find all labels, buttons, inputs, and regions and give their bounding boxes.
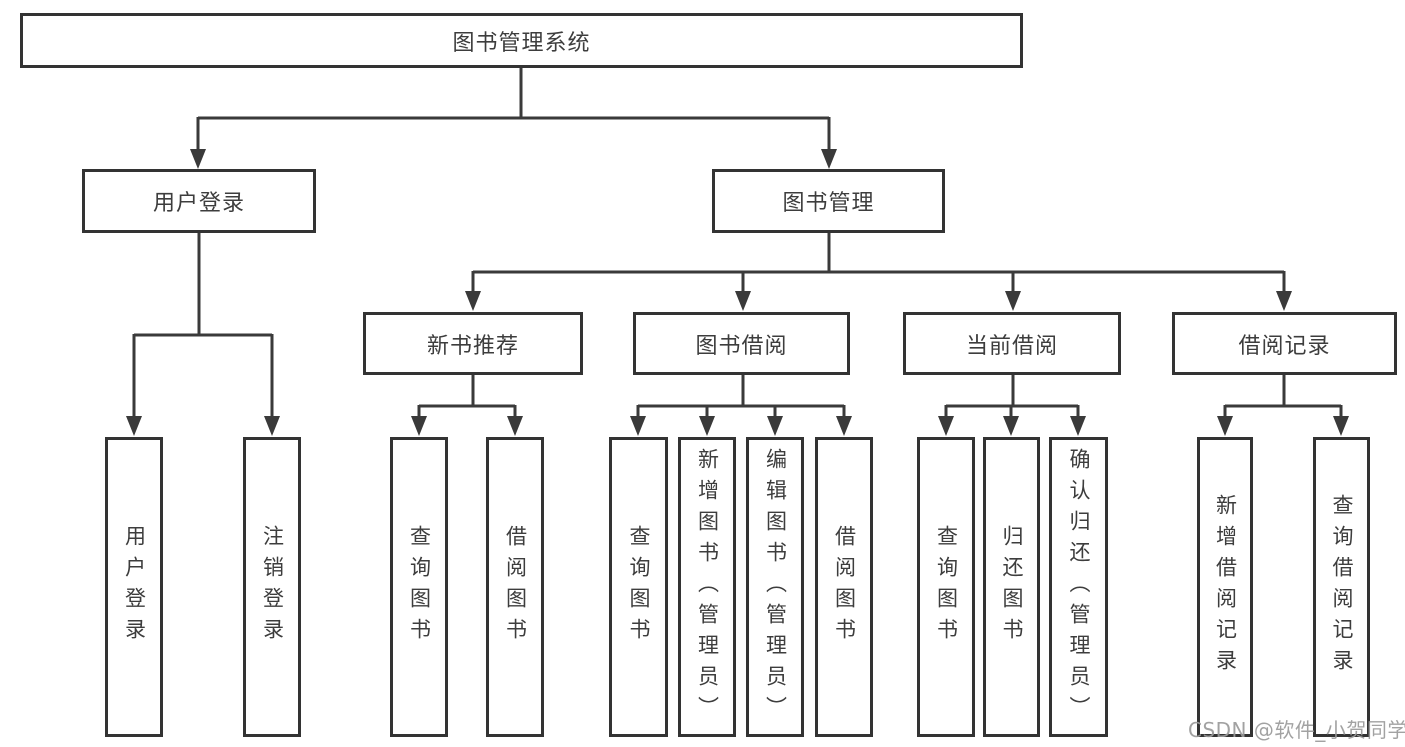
leaf-logout: 注销登录	[243, 437, 301, 737]
leaf-query-borrow-record: 查询借阅记录	[1313, 437, 1370, 737]
leaf-add-borrow-record: 新增借阅记录	[1197, 437, 1253, 737]
branch-book-management-to-level3	[465, 232, 1292, 311]
leaf-borrow-books-1: 借阅图书	[486, 437, 544, 737]
branch-current-borrowing-to-leaves	[938, 374, 1086, 436]
node-book-borrowing-label: 图书借阅	[695, 333, 788, 359]
leaf-edit-books-admin-label: 编辑图书（管理员）	[763, 447, 788, 727]
branch-borrowing-records-to-leaves	[1217, 374, 1349, 436]
leaf-query-books-1-label: 查询图书	[407, 525, 432, 649]
branch-user-login-to-leaves	[126, 232, 280, 436]
node-root-system: 图书管理系统	[20, 13, 1023, 68]
node-user-login: 用户登录	[82, 169, 316, 233]
leaf-query-borrow-record-label: 查询借阅记录	[1330, 494, 1354, 680]
branch-book-borrowing-to-leaves	[630, 374, 852, 436]
leaf-add-books-admin-label: 新增图书（管理员）	[695, 447, 720, 727]
leaf-borrow-books-2-label: 借阅图书	[832, 525, 857, 649]
node-borrowing-records: 借阅记录	[1172, 312, 1397, 375]
csdn-watermark: CSDN @软件_小贺同学	[1188, 718, 1405, 742]
node-current-borrowing-label: 当前借阅	[965, 333, 1058, 359]
node-book-borrowing: 图书借阅	[633, 312, 850, 375]
leaf-borrow-books-2: 借阅图书	[815, 437, 873, 737]
node-borrowing-records-label: 借阅记录	[1238, 333, 1331, 359]
branch-root-to-level2	[190, 67, 837, 169]
node-current-borrowing: 当前借阅	[903, 312, 1121, 375]
leaf-query-books-3-label: 查询图书	[934, 525, 959, 649]
leaf-user-login-label: 用户登录	[122, 525, 147, 649]
node-book-management: 图书管理	[712, 169, 945, 233]
leaf-user-login: 用户登录	[105, 437, 163, 737]
leaf-query-books-2-label: 查询图书	[627, 525, 651, 649]
leaf-add-books-admin: 新增图书（管理员）	[678, 437, 736, 737]
node-new-book-recommend-label: 新书推荐	[426, 333, 519, 359]
leaf-query-books-3: 查询图书	[917, 437, 975, 737]
leaf-confirm-return-admin: 确认归还（管理员）	[1049, 437, 1108, 737]
node-book-management-label: 图书管理	[782, 191, 875, 216]
node-root-label: 图书管理系统	[452, 30, 591, 56]
node-user-login-label: 用户登录	[152, 191, 245, 216]
leaf-query-books-2: 查询图书	[609, 437, 668, 737]
leaf-edit-books-admin: 编辑图书（管理员）	[746, 437, 804, 737]
leaf-return-books-label: 归还图书	[1000, 525, 1024, 649]
leaf-confirm-return-admin-label: 确认归还（管理员）	[1067, 447, 1091, 727]
node-new-book-recommend: 新书推荐	[363, 312, 583, 375]
leaf-return-books: 归还图书	[983, 437, 1040, 737]
leaf-logout-label: 注销登录	[260, 525, 285, 649]
branch-new-book-to-leaves	[411, 374, 523, 436]
leaf-borrow-books-1-label: 借阅图书	[503, 525, 528, 649]
leaf-add-borrow-record-label: 新增借阅记录	[1213, 494, 1238, 680]
leaf-query-books-1: 查询图书	[390, 437, 448, 737]
